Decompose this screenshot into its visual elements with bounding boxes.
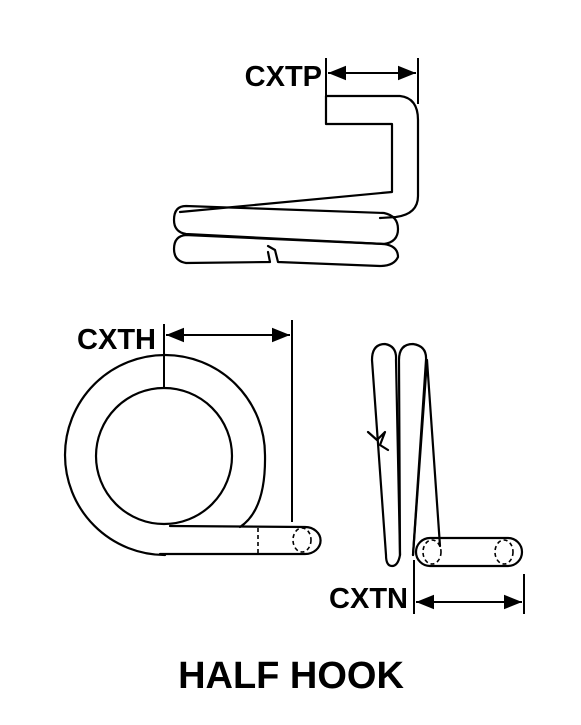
left-strand-break — [366, 430, 390, 452]
top-coil — [172, 204, 400, 246]
wire-end-section — [292, 527, 312, 553]
hook-length-label: CXTH — [77, 324, 156, 356]
end-hook-tail — [158, 524, 322, 556]
hook-offset-label: CXTN — [329, 583, 408, 615]
side-view: CXTN — [329, 342, 525, 615]
end-view: CXTH — [63, 320, 322, 557]
outer-coil — [63, 353, 267, 557]
top-spring-view: CXTP — [172, 58, 420, 268]
left-strand — [370, 342, 402, 568]
hook-leg — [178, 94, 420, 220]
lower-coil — [172, 233, 400, 268]
diagram-caption: HALF HOOK — [178, 655, 404, 697]
side-tail-end-section — [494, 539, 514, 565]
middle-strand — [397, 342, 428, 557]
side-wire-end-section — [422, 539, 442, 565]
side-tail — [414, 536, 524, 568]
inner-coil — [94, 386, 234, 526]
right-strand — [411, 358, 442, 557]
pitch-label: CXTP — [245, 61, 322, 93]
